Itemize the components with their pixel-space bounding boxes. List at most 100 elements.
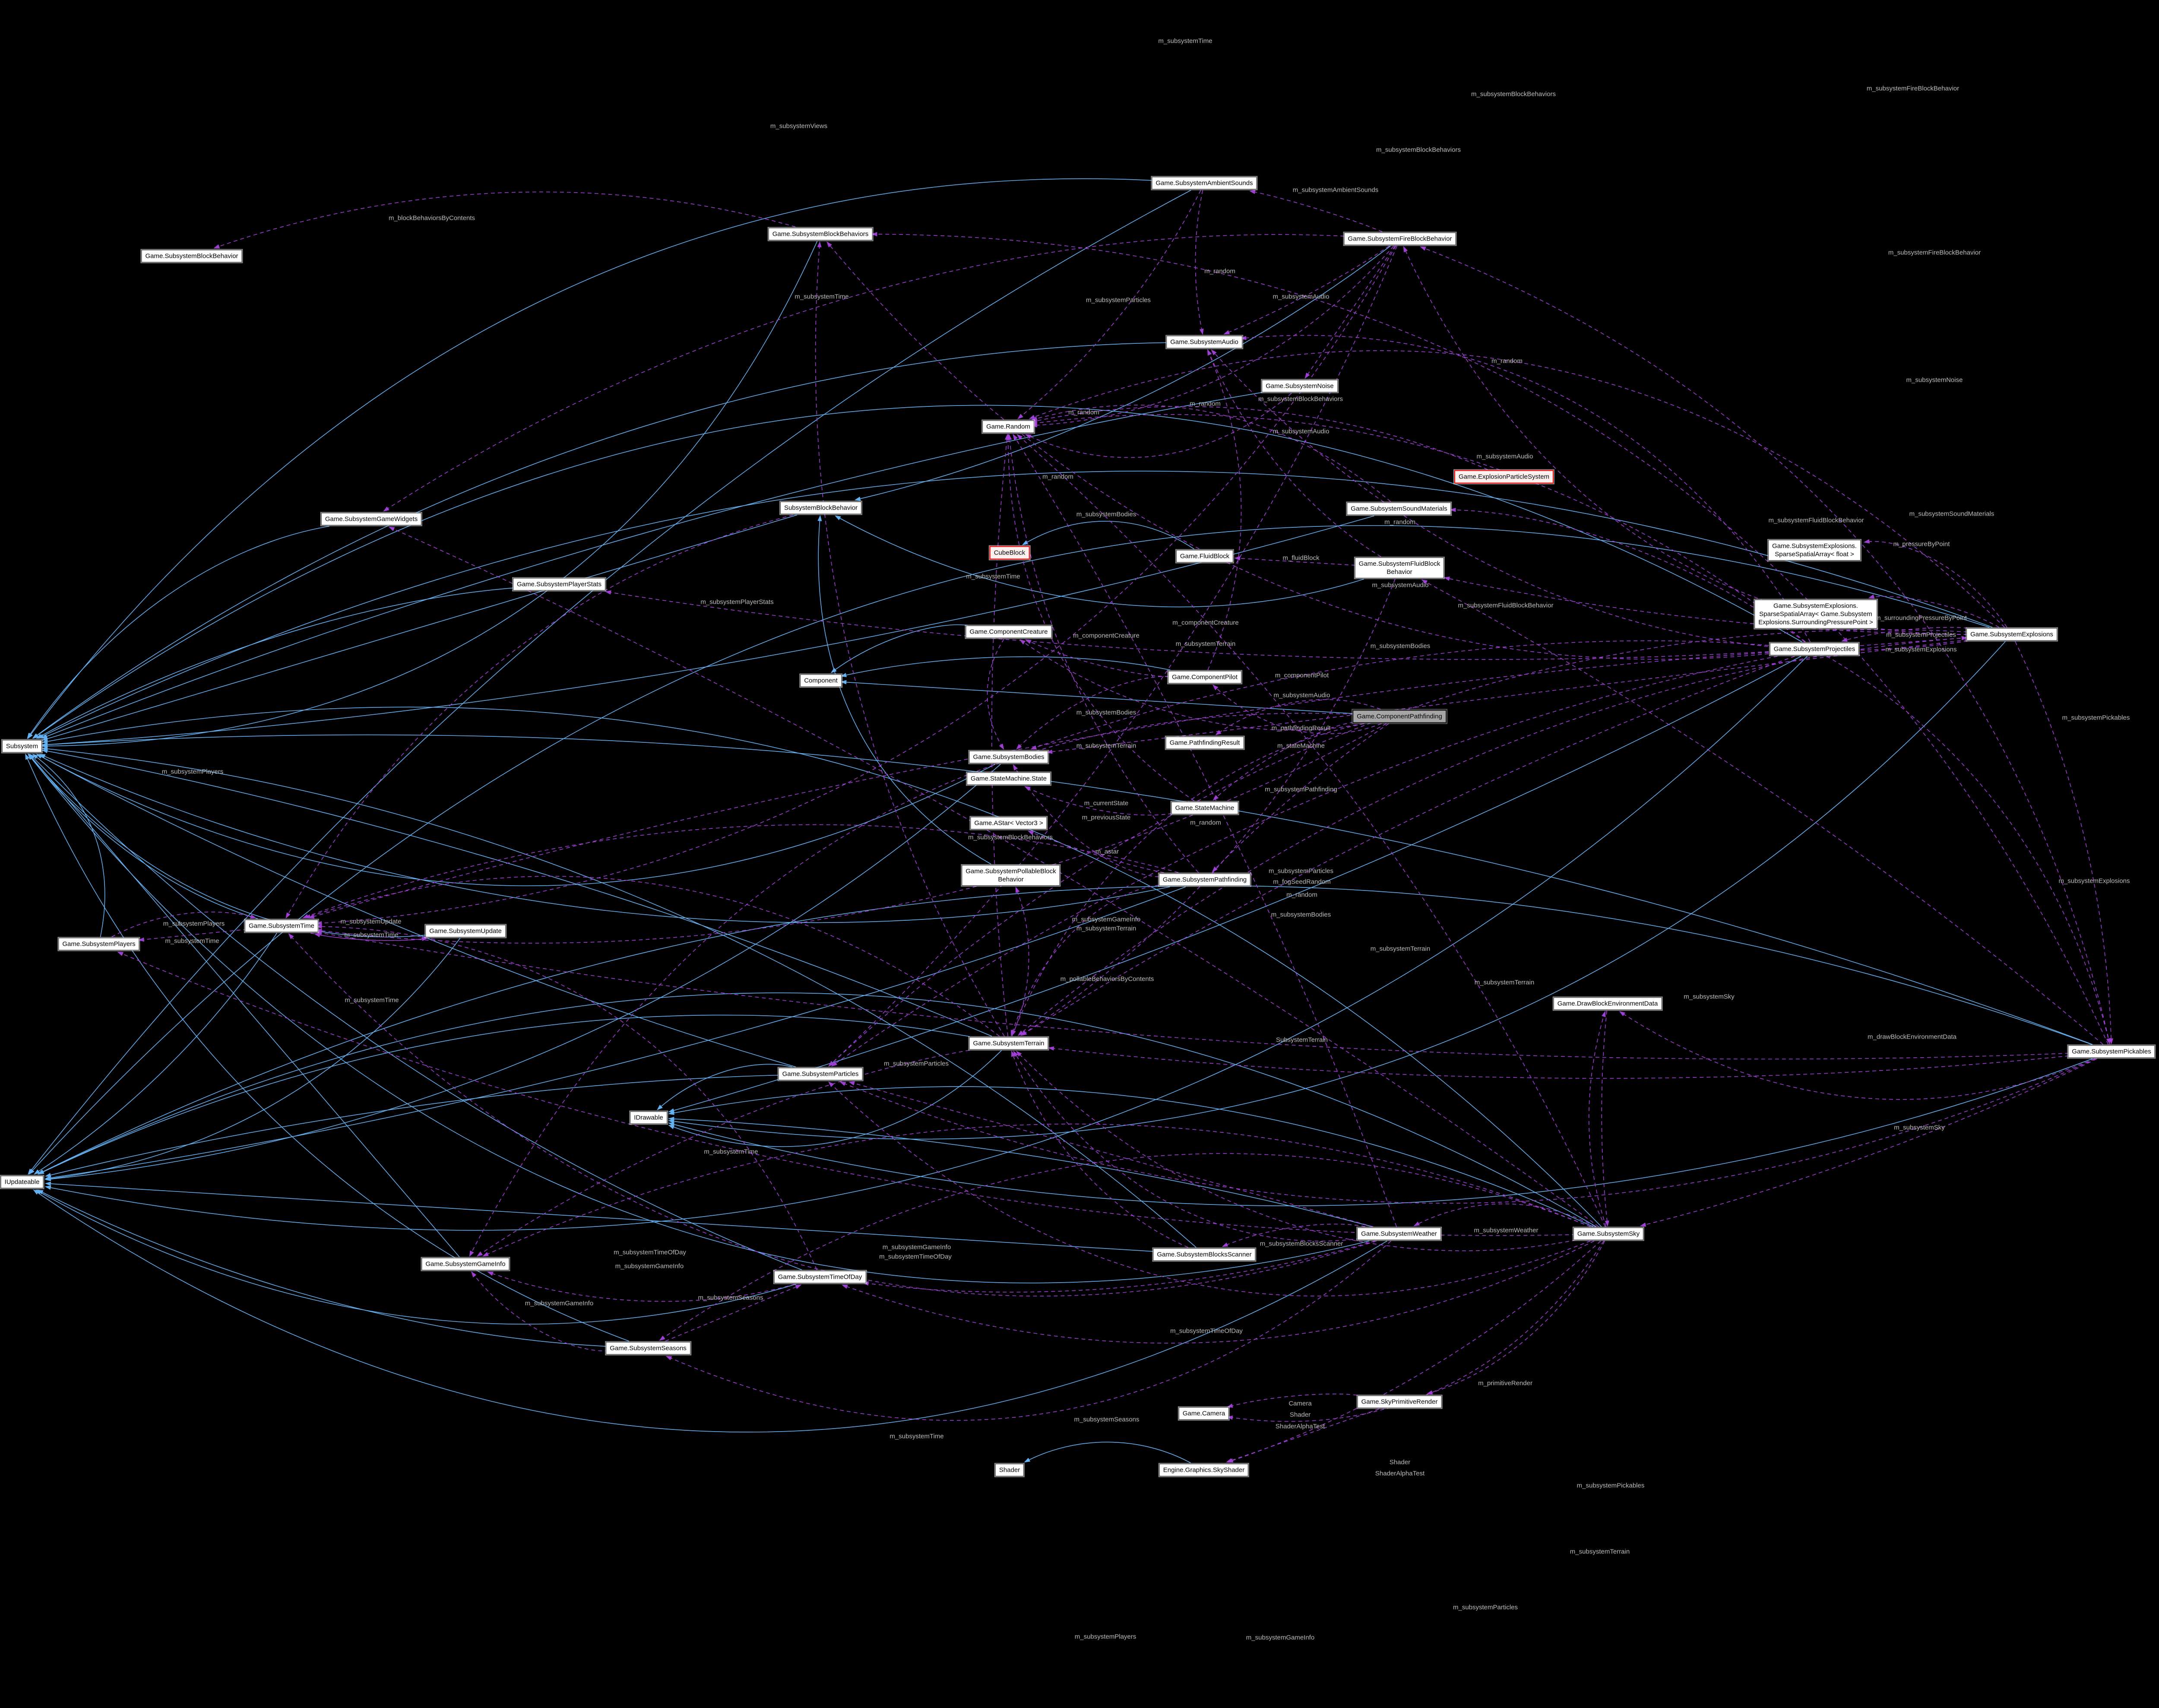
node-subsystem-players[interactable]: Game.SubsystemPlayers xyxy=(58,938,139,951)
node-explosion-particle-system[interactable]: Game.ExplosionParticleSystem xyxy=(1454,470,1554,484)
node-subsystem-audio[interactable]: Game.SubsystemAudio xyxy=(1166,336,1242,349)
edge-component-creature-to-subsystem-bodies xyxy=(987,639,1004,750)
edge-label: m_componentCreature xyxy=(1073,632,1140,640)
node-sparse-float[interactable]: Game.SubsystemExplosions.SparseSpatialAr… xyxy=(1768,540,1861,561)
node-label: Game.StateMachine.State xyxy=(971,775,1047,783)
edge-label: m_currentState xyxy=(1084,799,1129,807)
edge-component-pathfinding-to-pathfinding-result xyxy=(1215,699,1381,735)
node-subsystem-game-info[interactable]: Game.SubsystemGameInfo xyxy=(421,1258,510,1271)
node-subsystem-particles[interactable]: Game.SubsystemParticles xyxy=(778,1068,863,1081)
node-label: Game.ComponentPathfinding xyxy=(1357,713,1442,720)
edge-label: m_subsystemTime xyxy=(890,1432,944,1440)
edge-subsystem-pathfinding-to-iupdateable xyxy=(44,886,1186,1180)
node-subsystem-noise[interactable]: Game.SubsystemNoise xyxy=(1262,380,1338,393)
node-idrawable[interactable]: IDrawable xyxy=(630,1111,667,1124)
edge-subsystem-pickables-to-idrawable xyxy=(668,1058,2093,1206)
node-subsystem-weather[interactable]: Game.SubsystemWeather xyxy=(1357,1227,1441,1240)
edge-subsystem-update-to-subsystem xyxy=(28,753,428,938)
node-subsystem-player-stats[interactable]: Game.SubsystemPlayerStats xyxy=(513,578,605,591)
edge-subsystem-seasons-to-subsystem xyxy=(25,753,630,1342)
edge-subsystem-pathfinding-to-subsystem-terrain xyxy=(1010,884,1159,1036)
node-label: Game.SubsystemPlayers xyxy=(62,940,136,948)
node-component[interactable]: Component xyxy=(800,674,842,687)
edge-label: m_subsystemPlayers xyxy=(1074,1633,1136,1641)
edge-label: m_subsystemBodies xyxy=(1271,911,1331,919)
edge-label: m_subsystemSky xyxy=(1684,993,1735,1001)
node-astar[interactable]: Game.AStar< Vector3 > xyxy=(970,817,1047,830)
node-pathfinding-result[interactable]: Game.PathfindingResult xyxy=(1165,736,1244,749)
node-subsystem-block-behavior-top[interactable]: Game.SubsystemBlockBehavior xyxy=(141,250,242,263)
edge-label: m_random xyxy=(1190,400,1221,408)
node-subsystem-block-behavior[interactable]: SubsystemBlockBehavior xyxy=(780,501,862,514)
edge-subsystem-weather-to-subsystem xyxy=(28,753,1370,1283)
edge-label: m_subsystemPickables xyxy=(1577,1482,1645,1489)
node-subsystem-seasons[interactable]: Game.SubsystemSeasons xyxy=(606,1342,690,1355)
node-label: Game.SubsystemAmbientSounds xyxy=(1155,179,1253,187)
node-subsystem-pickables[interactable]: Game.SubsystemPickables xyxy=(2068,1045,2155,1058)
node-subsystem-projectiles[interactable]: Game.SubsystemProjectiles xyxy=(1770,643,1859,656)
edge-label: m_stateMachine xyxy=(1277,742,1325,750)
node-label: Game.SubsystemGameInfo xyxy=(425,1260,506,1268)
edge-label: m_subsystemAudio xyxy=(1273,428,1330,435)
edge-subsystem-pickables-to-iupdateable xyxy=(37,885,2092,1175)
node-subsystem-explosions[interactable]: Game.SubsystemExplosions xyxy=(1966,628,2057,641)
node-subsystem-time-of-day[interactable]: Game.SubsystemTimeOfDay xyxy=(774,1271,866,1283)
edge-subsystem-explosions-to-subsystem-terrain xyxy=(1017,637,1968,1036)
node-subsystem-block-behaviors[interactable]: Game.SubsystemBlockBehaviors xyxy=(768,228,873,241)
edge-subsystem-time-to-subsystem-players xyxy=(138,929,247,942)
node-subsystem-update[interactable]: Game.SubsystemUpdate xyxy=(425,925,506,938)
edge-label: m_subsystemParticles xyxy=(883,1060,949,1068)
edge-subsystem-terrain-to-iupdateable xyxy=(38,1014,970,1175)
edge-subsystem-weather-to-idrawable xyxy=(668,1116,1373,1227)
edge-subsystem-sky-to-subsystem xyxy=(41,707,1602,1227)
node-sparse-spp[interactable]: Game.SubsystemExplosions.SparseSpatialAr… xyxy=(1754,599,1877,629)
node-subsystem-blocks-scanner[interactable]: Game.SubsystemBlocksScanner xyxy=(1153,1248,1256,1261)
node-label: Game.AStar< Vector3 > xyxy=(974,819,1043,827)
edge-subsystem-players-to-subsystem-time xyxy=(111,912,256,938)
node-component-creature[interactable]: Game.ComponentCreature xyxy=(966,625,1052,638)
edge-label: m_subsystemBlockBehaviors xyxy=(1258,395,1343,403)
edge-label: m_subsystemAudio xyxy=(1372,581,1429,589)
node-subsystem-sound-materials[interactable]: Game.SubsystemSoundMaterials xyxy=(1347,502,1451,515)
node-random[interactable]: Game.Random xyxy=(982,420,1034,433)
node-subsystem-ambient-sounds[interactable]: Game.SubsystemAmbientSounds xyxy=(1152,177,1257,190)
node-fluid-block[interactable]: Game.FluidBlock xyxy=(1176,550,1234,563)
node-subsystem-time[interactable]: Game.SubsystemTime xyxy=(245,919,318,932)
node-sky-shader[interactable]: Engine.Graphics.SkyShader xyxy=(1159,1464,1249,1477)
node-subsystem-terrain[interactable]: Game.SubsystemTerrain xyxy=(969,1037,1048,1050)
node-sky-primitive-render[interactable]: Game.SkyPrimitiveRender xyxy=(1357,1395,1442,1408)
edge-subsystem-terrain-to-subsystem-pollable xyxy=(1011,887,1029,1036)
edge-subsystem-blocks-scanner-to-subsystem-terrain xyxy=(1011,1050,1188,1248)
node-state-machine[interactable]: Game.StateMachine xyxy=(1171,802,1238,814)
edge-subsystem-terrain-to-subsystem-block-behaviors xyxy=(815,241,1005,1036)
node-subsystem-game-widgets[interactable]: Game.SubsystemGameWidgets xyxy=(321,513,422,526)
edge-subsystem-sky-to-draw-block-environment-data xyxy=(1589,1011,1607,1227)
node-label: Game.SubsystemAudio xyxy=(1170,338,1238,346)
edge-label: m_componentPilot xyxy=(1275,672,1329,679)
node-iupdateable[interactable]: IUpdateable xyxy=(0,1176,44,1188)
node-label: Game.SkyPrimitiveRender xyxy=(1361,1398,1438,1406)
node-component-pilot[interactable]: Game.ComponentPilot xyxy=(1168,671,1241,684)
node-label: Behavior xyxy=(1387,568,1412,576)
node-draw-block-environment-data[interactable]: Game.DrawBlockEnvironmentData xyxy=(1553,997,1662,1010)
node-shader[interactable]: Shader xyxy=(995,1464,1024,1477)
node-subsystem-pathfinding[interactable]: Game.SubsystemPathfinding xyxy=(1159,873,1251,886)
edge-subsystem-bodies-to-subsystem xyxy=(36,754,996,886)
edge-subsystem-sky-to-subsystem-terrain xyxy=(1016,1051,1576,1252)
node-subsystem-fire-block-behavior[interactable]: Game.SubsystemFireBlockBehavior xyxy=(1344,232,1456,245)
node-component-pathfinding[interactable]: Game.ComponentPathfinding xyxy=(1352,710,1447,723)
node-state-machine-state[interactable]: Game.StateMachine.State xyxy=(967,772,1051,785)
node-subsystem-bodies[interactable]: Game.SubsystemBodies xyxy=(969,751,1048,764)
node-subsystem[interactable]: Subsystem xyxy=(2,740,42,753)
node-camera[interactable]: Game.Camera xyxy=(1178,1407,1229,1420)
edge-subsystem-pickables-to-subsystem xyxy=(41,734,2093,1045)
edge-subsystem-blocks-scanner-to-subsystem xyxy=(41,747,1197,1248)
edge-subsystem-sky-to-subsystem-players xyxy=(117,951,1576,1236)
edge-label: m_subsystemSeasons xyxy=(1074,1416,1140,1423)
edge-label: m_pressureByPoint xyxy=(1893,540,1950,548)
edge-subsystem-projectiles-to-subsystem-audio xyxy=(1240,335,1811,642)
node-cube-block[interactable]: CubeBlock xyxy=(989,546,1030,560)
node-subsystem-sky[interactable]: Game.SubsystemSky xyxy=(1573,1227,1644,1240)
